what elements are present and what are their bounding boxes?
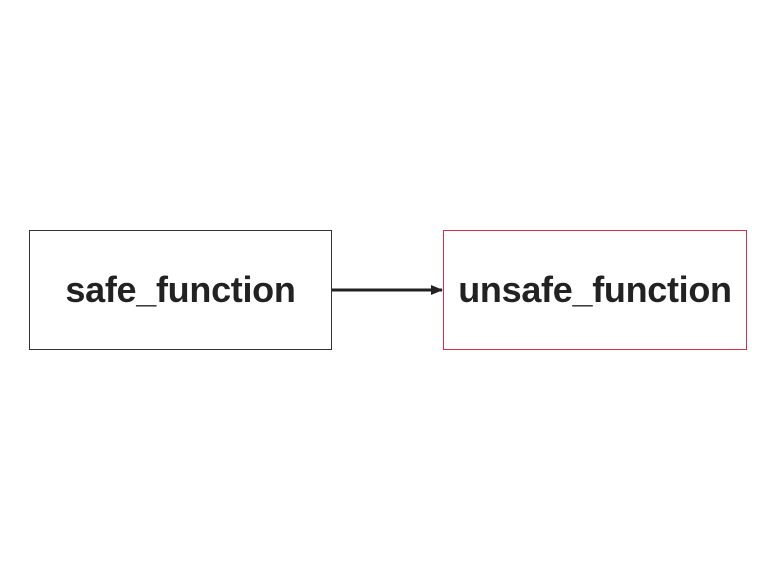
node-label: unsafe_function bbox=[458, 269, 732, 310]
node-safe-function[interactable]: safe_function bbox=[29, 230, 332, 350]
node-label: safe_function bbox=[65, 269, 296, 310]
node-unsafe-function[interactable]: unsafe_function bbox=[443, 230, 747, 350]
